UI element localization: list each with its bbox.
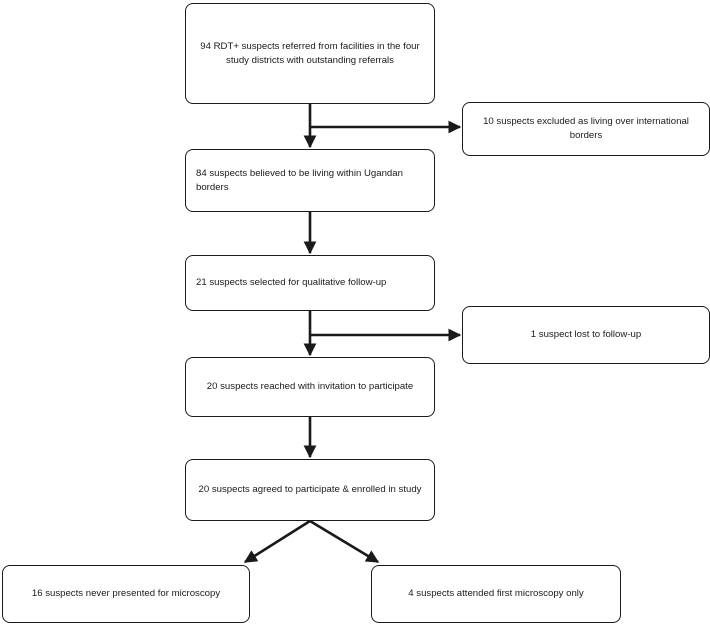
box-never-presented-text: 16 suspects never presented for microsco… (31, 588, 221, 599)
box-selected: 21 suspects selected for qualitative fol… (185, 255, 435, 311)
box-first-only-text: 4 suspects attended first microscopy onl… (408, 588, 584, 599)
box-enrolled-text: 20 suspects agreed to participate & enro… (198, 484, 422, 495)
arrow-enrolled-to-never-presented (243, 519, 311, 564)
box-within-uganda: 84 suspects believed to be living within… (185, 149, 435, 212)
box-enrolled: 20 suspects agreed to participate & enro… (185, 459, 435, 521)
box-never-presented: 16 suspects never presented for microsco… (2, 565, 250, 623)
box-referred: 94 RDT+ suspects referred from facilitie… (185, 3, 435, 104)
box-lost: 1 suspect lost to follow-up (462, 306, 710, 364)
box-reached-text: 20 suspects reached with invitation to p… (206, 381, 414, 392)
box-selected-text: 21 suspects selected for qualitative fol… (196, 277, 387, 288)
box-within-uganda-text: 84 suspects believed to be living within… (196, 167, 403, 193)
arrow-enrolled-to-first-only (309, 519, 380, 564)
box-referred-text: 94 RDT+ suspects referred from facilitie… (200, 40, 420, 66)
box-reached: 20 suspects reached with invitation to p… (185, 357, 435, 417)
box-first-only: 4 suspects attended first microscopy onl… (371, 565, 621, 623)
box-excluded-text: 10 suspects excluded as living over inte… (483, 116, 689, 141)
box-lost-text: 1 suspect lost to follow-up (530, 329, 642, 340)
box-excluded: 10 suspects excluded as living over inte… (462, 102, 710, 156)
